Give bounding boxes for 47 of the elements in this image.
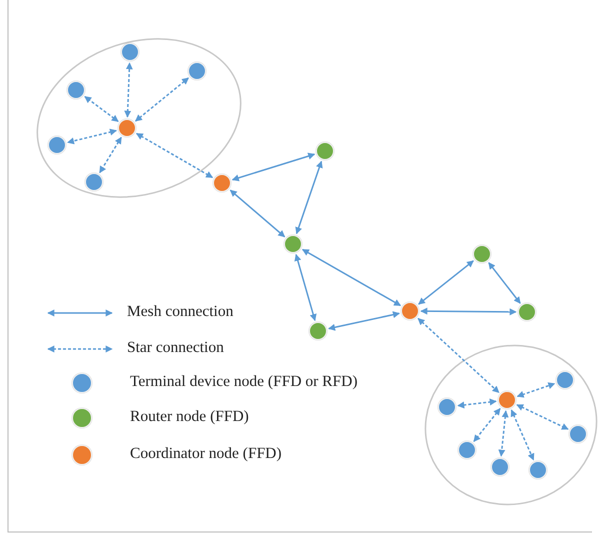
legend-label: Star connection	[127, 339, 224, 357]
router-node-circle	[284, 235, 302, 253]
terminal-node-circle	[529, 461, 547, 479]
dashed-arrow	[457, 398, 497, 408]
legend-label: Router node (FFD)	[130, 408, 249, 426]
terminal-node-circle	[85, 173, 103, 191]
router-node-circle	[309, 322, 327, 340]
terminal-node-circle	[48, 136, 66, 154]
dashed-arrow	[510, 409, 534, 461]
dashed-arrow	[516, 404, 569, 430]
terminal-node-circle	[121, 43, 139, 61]
arrow	[232, 152, 316, 182]
legend-label: Mesh connection	[127, 303, 234, 321]
arrow	[328, 311, 400, 331]
dashed-arrow	[516, 382, 556, 398]
arrow	[230, 190, 286, 238]
dashed-arrow	[473, 408, 501, 442]
router-node-circle	[316, 142, 334, 160]
dashed-arrow	[124, 62, 133, 118]
terminal-node-circle	[188, 62, 206, 80]
dashed-arrow	[498, 410, 509, 457]
dashed-arrow	[136, 132, 214, 178]
router-node-circle	[473, 245, 491, 263]
terminal-node-circle	[556, 371, 574, 389]
arrow	[418, 260, 474, 305]
arrow	[295, 160, 323, 234]
arrow	[488, 262, 521, 304]
coordinator-node-circle	[118, 119, 136, 137]
legend-label: Coordinator node (FFD)	[130, 445, 282, 463]
coordinator-node-circle	[213, 174, 231, 192]
terminal-node-circle	[67, 81, 85, 99]
terminal-node-circle	[438, 398, 456, 416]
dashed-arrow	[99, 136, 122, 174]
terminal-node-circle	[569, 425, 587, 443]
arrow	[302, 248, 402, 306]
terminal-node-circle	[491, 458, 509, 476]
dashed-arrow	[67, 128, 117, 144]
arrow	[420, 308, 517, 316]
coordinator-node-circle	[401, 302, 419, 320]
terminal-node-circle	[458, 441, 476, 459]
dashed-arrow	[418, 318, 500, 394]
dashed-arrow	[84, 96, 119, 122]
coordinator-node-circle	[498, 391, 516, 409]
router-node-circle	[518, 303, 536, 321]
dashed-arrow	[134, 77, 190, 122]
arrow	[294, 254, 317, 322]
legend-label: Terminal device node (FFD or RFD)	[130, 373, 358, 391]
